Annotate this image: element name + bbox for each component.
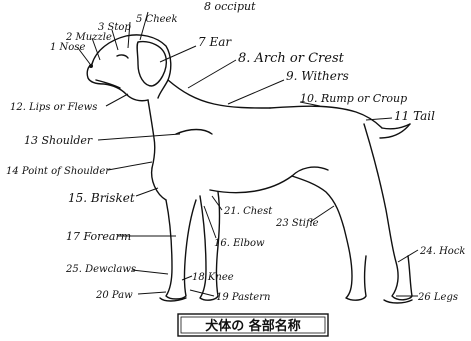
label-brisket: 15. Brisket	[68, 191, 135, 205]
label-tail: 11 Tail	[394, 109, 435, 123]
dog-neck-top	[168, 80, 270, 108]
leader-brisket	[136, 188, 158, 196]
leader-chest	[212, 196, 222, 210]
label-hock: 24. Hock	[419, 246, 465, 257]
dog-neck-front	[148, 100, 155, 168]
dog-head	[92, 35, 171, 98]
dog-outline	[87, 35, 412, 303]
dog-thigh	[292, 167, 328, 176]
label-ear: 7 Ear	[198, 35, 232, 49]
leader-elbow	[204, 206, 216, 238]
leader-arch	[188, 60, 236, 88]
dog-front-leg-near	[166, 200, 196, 299]
leader-withers	[228, 80, 284, 104]
dog-hind-leg-near	[292, 176, 366, 300]
dog-nose-tip	[89, 64, 93, 68]
leader-point-of-shoulder	[108, 162, 152, 170]
caption-title: 犬体の 各部名称	[205, 318, 301, 334]
label-stifle: 23 Stifle	[275, 218, 319, 229]
label-lips-or-flews: 12. Lips or Flews	[10, 102, 97, 113]
dog-belly	[210, 176, 292, 193]
label-paw: 20 Paw	[95, 290, 133, 301]
caption-box: 犬体の 各部名称	[178, 314, 328, 336]
dog-back	[270, 106, 382, 128]
label-rump-or-croup: 10. Rump or Croup	[300, 92, 407, 105]
label-legs: 26 Legs	[417, 292, 458, 303]
leader-knee	[182, 276, 192, 280]
label-forearm: 17 Forearm	[66, 230, 131, 243]
dog-paw-hind	[384, 300, 412, 303]
dog-ear	[137, 42, 166, 86]
label-arch-or-crest: 8. Arch or Crest	[238, 51, 345, 66]
dog-chest	[152, 168, 166, 200]
label-shoulder: 13 Shoulder	[24, 134, 93, 147]
label-point-of-shoulder: 14 Point of Shoulder	[6, 166, 111, 177]
label-dewclaws: 25. Dewclaws	[65, 264, 136, 275]
part-labels: 8 occiput 5 Cheek 3 Stop 2 Muzzle 1 Nose…	[6, 0, 465, 303]
label-occiput: 8 occiput	[204, 0, 256, 13]
label-withers: 9. Withers	[286, 69, 349, 83]
label-elbow: 16. Elbow	[214, 238, 265, 249]
label-cheek: 5 Cheek	[136, 14, 178, 25]
dog-eye	[117, 55, 128, 58]
label-pastern: 19 Pastern	[216, 292, 270, 303]
dog-hind-leg-far	[364, 124, 412, 300]
label-nose: 1 Nose	[50, 42, 85, 53]
dog-shoulder-line	[176, 130, 212, 135]
label-knee: 18 Knee	[192, 272, 234, 283]
leader-shoulder	[98, 134, 180, 140]
leader-dewclaws	[132, 270, 168, 274]
leader-stop	[112, 30, 118, 50]
leader-lips	[106, 94, 128, 106]
label-chest: 21. Chest	[223, 206, 273, 217]
leader-paw	[138, 292, 166, 294]
